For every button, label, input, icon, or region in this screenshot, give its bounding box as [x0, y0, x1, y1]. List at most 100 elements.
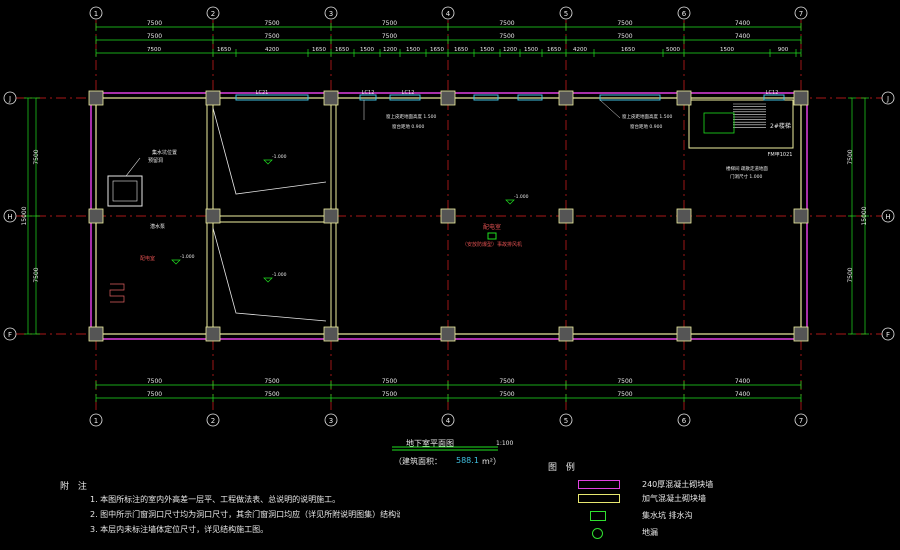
- dim-top-1-label-4: 7500: [617, 20, 632, 27]
- axis-bubble-top-4: [441, 6, 455, 20]
- dim-detail-label-12: 1500: [524, 47, 538, 53]
- axis-bubble-right-H: [881, 209, 895, 223]
- column-7H: [793, 208, 809, 224]
- axis-label-top-4: 4: [446, 10, 451, 18]
- dim-bottom-2-label-3: 7500: [499, 391, 514, 398]
- dim-detail-label-14: 4200: [573, 47, 587, 53]
- dim-top-2-label-4: 7500: [617, 33, 632, 40]
- dim-bottom-2-label-0: 7500: [147, 391, 162, 398]
- axis-label-left-H: H: [7, 213, 12, 221]
- legend-label-aerated: 加气混凝土砌块墙: [642, 494, 706, 503]
- stair-enclosure: [688, 99, 794, 149]
- axis-label-left-F: F: [8, 331, 12, 339]
- dim-side-left-label-1: 7500: [33, 149, 40, 164]
- column-2H: [205, 208, 221, 224]
- legend: 图 例 240厚混凝土砌块墙 加气混凝土砌块墙 集水坑 排水沟 地漏: [548, 460, 713, 539]
- column-1H: [88, 208, 104, 224]
- dim-bottom-1-label-5: 7400: [735, 378, 750, 385]
- elevation-mark-1: [263, 277, 273, 283]
- dim-detail-label-11: 1200: [503, 47, 517, 53]
- axis-label-bottom-1: 1: [94, 417, 98, 425]
- window-top-4: [517, 94, 543, 101]
- column-2F: [205, 326, 221, 342]
- column-4H: [440, 208, 456, 224]
- axis-label-right-J: J: [886, 95, 889, 103]
- column-5H: [558, 208, 574, 224]
- dim-bottom-1-label-1: 7500: [264, 378, 279, 385]
- dim-detail-label-15: 1650: [621, 47, 635, 53]
- dim-detail-label-16: 5000: [666, 47, 680, 53]
- title-scale: 1:100: [496, 440, 514, 447]
- elevation-label-0: -1.000: [272, 154, 287, 160]
- anno-top-mid: 窗上皮距地面高度 1.500: [386, 113, 436, 120]
- notes-heading: 附 注: [60, 482, 90, 492]
- dim-detail-label-10: 1500: [480, 47, 494, 53]
- dim-detail-label-13: 1650: [547, 47, 561, 53]
- anno-stair: 2#楼梯: [770, 122, 791, 130]
- anno-sump-1: 集水坑位置: [152, 149, 177, 156]
- legend-heading: 图 例: [548, 463, 578, 473]
- notes-item-3: 3. 本层内未标注墙体定位尺寸，详见结构施工图。: [90, 525, 269, 534]
- elevation-mark-0: [263, 159, 273, 165]
- label-window-lc21-left: LC21: [256, 90, 269, 96]
- notes-item-1: 1. 本图所标注的室内外高差一层平、工程做法表、总说明的说明施工。: [90, 495, 341, 504]
- dim-detail-label-17: 1500: [720, 47, 734, 53]
- column-7J: [793, 90, 809, 106]
- dim-top-1-label-0: 7500: [147, 20, 162, 27]
- column-5F: [558, 326, 574, 342]
- dim-detail-label-8: 1650: [430, 47, 444, 53]
- sump-pit: [107, 175, 143, 207]
- legend-label-concrete: 240厚混凝土砌块墙: [642, 480, 714, 489]
- ramp-line-upper: [212, 107, 327, 195]
- window-top-0: [235, 94, 309, 101]
- legend-sump-icon: [590, 511, 606, 521]
- axis-label-left-J: J: [8, 95, 11, 103]
- axis-label-top-2: 2: [211, 10, 215, 18]
- axis-bubble-top-5: [559, 6, 573, 20]
- axis-label-bottom-3: 3: [329, 417, 333, 425]
- column-4J: [440, 90, 456, 106]
- axis-label-bottom-4: 4: [446, 417, 451, 425]
- axis-bubble-bottom-3: [324, 413, 338, 427]
- dim-top-2-label-1: 7500: [264, 33, 279, 40]
- anno-left-room: 配电室: [140, 255, 155, 262]
- small-stair-left: [109, 283, 125, 303]
- window-top-3: [473, 94, 499, 101]
- anno-stair-lower: 楼梯间 疏散走道地面: [726, 165, 768, 172]
- axis-bubble-top-3: [324, 6, 338, 20]
- dim-top-2-label-2: 7500: [382, 33, 397, 40]
- dim-bottom-1-label-2: 7500: [382, 378, 397, 385]
- title-area-label: （建筑面积：: [394, 457, 442, 466]
- anno-pump: 潜水泵: [150, 223, 165, 230]
- axis-bubble-bottom-5: [559, 413, 573, 427]
- column-6F: [676, 326, 692, 342]
- column-4F: [440, 326, 456, 342]
- leader-top-right: [599, 99, 621, 119]
- stair-landing: [703, 112, 735, 134]
- dim-detail-label-4: 1650: [335, 47, 349, 53]
- label-window-lc12-1: LC12: [362, 90, 375, 96]
- axis-label-bottom-6: 6: [682, 417, 687, 425]
- dim-bottom-1-label-3: 7500: [499, 378, 514, 385]
- dim-side-right-label-1: 7500: [847, 149, 854, 164]
- center-sump-symbol: [487, 232, 497, 240]
- dim-side-right-label-2: 7500: [847, 267, 854, 282]
- label-door-right: FM甲1021: [768, 152, 793, 158]
- column-3H: [323, 208, 339, 224]
- axis-label-bottom-2: 2: [211, 417, 215, 425]
- legend-label-sump: 集水坑 排水沟: [642, 511, 693, 520]
- dim-side-left-label-2: 7500: [33, 267, 40, 282]
- anno-top-right-2: 窗台距地 0.900: [630, 123, 662, 130]
- axis-bubble-top-2: [206, 6, 220, 20]
- dim-detail-label-7: 1500: [406, 47, 420, 53]
- column-6H: [676, 208, 692, 224]
- anno-center-room: 配电室: [483, 223, 501, 231]
- column-6J: [676, 90, 692, 106]
- anno-stair-lower-2: 门洞尺寸 1.000: [730, 173, 762, 180]
- leader-sump: [125, 157, 141, 177]
- label-window-lc12-2: LC12: [402, 90, 415, 96]
- ramp-line-lower: [212, 227, 327, 322]
- axis-bubble-right-J: [881, 91, 895, 105]
- anno-center-room-2: （安放防爆型）事故排风机: [462, 241, 522, 248]
